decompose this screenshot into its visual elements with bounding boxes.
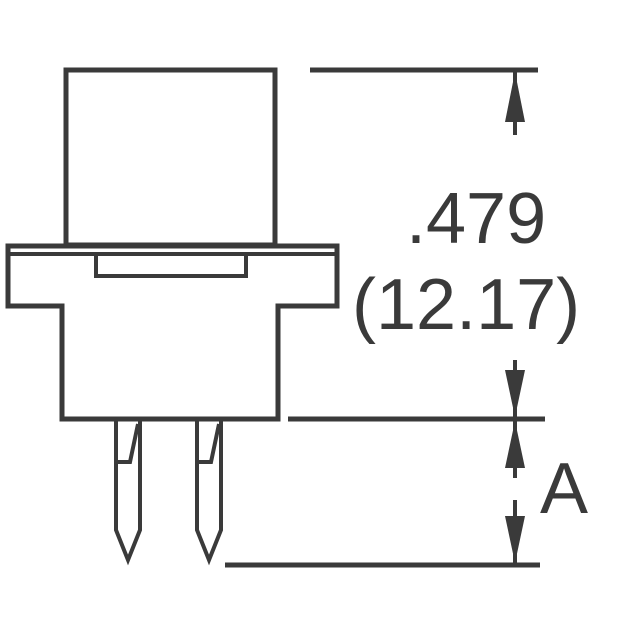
dimension-metric-label: (12.17) xyxy=(352,265,580,345)
dimension-imperial-label: .479 xyxy=(406,179,546,259)
arrow-head-down-bottom xyxy=(505,370,525,417)
pin-left-barb-detail xyxy=(116,423,140,464)
dimension-a: A xyxy=(505,419,588,565)
arrow-head-up-a xyxy=(505,421,525,468)
pin-right-barb-detail xyxy=(197,423,221,464)
upper-body-shroud xyxy=(63,67,278,248)
arrow-head-down-a xyxy=(505,516,525,563)
extension-lines xyxy=(225,67,545,568)
pin-right-outline xyxy=(195,419,223,566)
mounting-flange-and-housing-outline xyxy=(5,243,340,422)
dimension-overall-height: .479 (12.17) xyxy=(352,70,580,419)
dimension-a-label: A xyxy=(540,449,588,529)
arrow-head-up-top xyxy=(505,72,525,122)
flange-recess-slot xyxy=(94,254,248,278)
pin-left-outline xyxy=(114,419,142,566)
part-geometry xyxy=(5,67,340,566)
